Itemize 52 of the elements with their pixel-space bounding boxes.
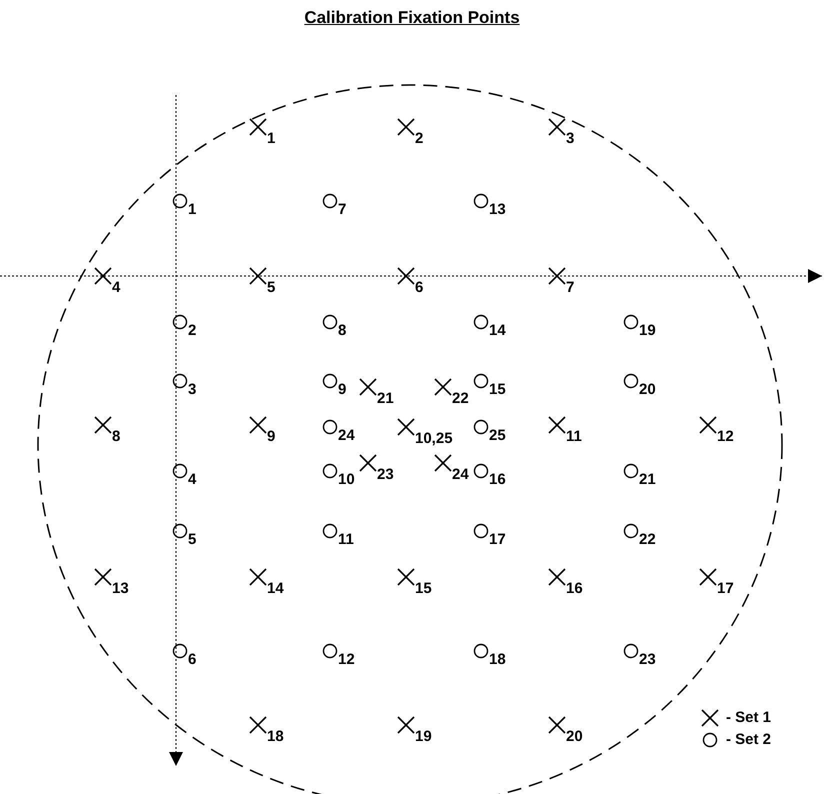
point-number: 8	[338, 322, 346, 339]
point-number: 13	[112, 580, 129, 597]
legend-label: - Set 2	[726, 731, 772, 748]
point-number: 9	[267, 428, 276, 445]
point-number: 14	[489, 322, 506, 339]
point-number: 6	[188, 651, 196, 668]
point-number: 4	[112, 279, 120, 296]
point-number: 17	[717, 580, 734, 597]
point-number: 2	[415, 130, 424, 147]
point-number: 17	[489, 531, 506, 548]
point-number: 7	[566, 279, 574, 296]
point-number: 25	[489, 427, 506, 444]
point-number: 8	[112, 428, 120, 445]
point-number: 10	[338, 471, 355, 488]
point-number: 23	[377, 466, 394, 483]
point-number: 9	[338, 381, 346, 398]
point-number: 6	[415, 279, 424, 296]
point-number: 3	[566, 130, 574, 147]
point-number: 10,25	[415, 430, 453, 447]
legend-label: - Set 1	[726, 709, 772, 726]
point-number: 16	[489, 471, 506, 488]
point-number: 13	[489, 201, 506, 218]
point-number: 21	[639, 471, 656, 488]
point-number: 1	[267, 130, 276, 147]
point-number: 20	[639, 381, 656, 398]
diagram-title: Calibration Fixation Points	[304, 8, 520, 27]
point-number: 24	[452, 466, 469, 483]
point-number: 18	[489, 651, 506, 668]
point-number: 1	[188, 201, 196, 218]
point-number: 5	[267, 279, 276, 296]
point-number: 11	[566, 428, 582, 445]
point-number: 4	[188, 471, 196, 488]
point-number: 15	[489, 381, 506, 398]
point-number: 22	[452, 390, 469, 407]
point-number: 12	[717, 428, 734, 445]
point-number: 2	[188, 322, 196, 339]
point-number: 7	[338, 201, 346, 218]
point-number: 24	[338, 427, 355, 444]
point-number: 14	[267, 580, 284, 597]
point-number: 11	[338, 531, 354, 548]
point-number: 19	[639, 322, 656, 339]
point-number: 15	[415, 580, 432, 597]
point-number: 22	[639, 531, 656, 548]
point-number: 23	[639, 651, 656, 668]
point-number: 21	[377, 390, 394, 407]
point-number: 18	[267, 728, 284, 745]
point-number: 3	[188, 381, 196, 398]
point-number: 5	[188, 531, 196, 548]
point-number: 19	[415, 728, 432, 745]
point-number: 20	[566, 728, 583, 745]
point-number: 12	[338, 651, 355, 668]
point-number: 16	[566, 580, 583, 597]
